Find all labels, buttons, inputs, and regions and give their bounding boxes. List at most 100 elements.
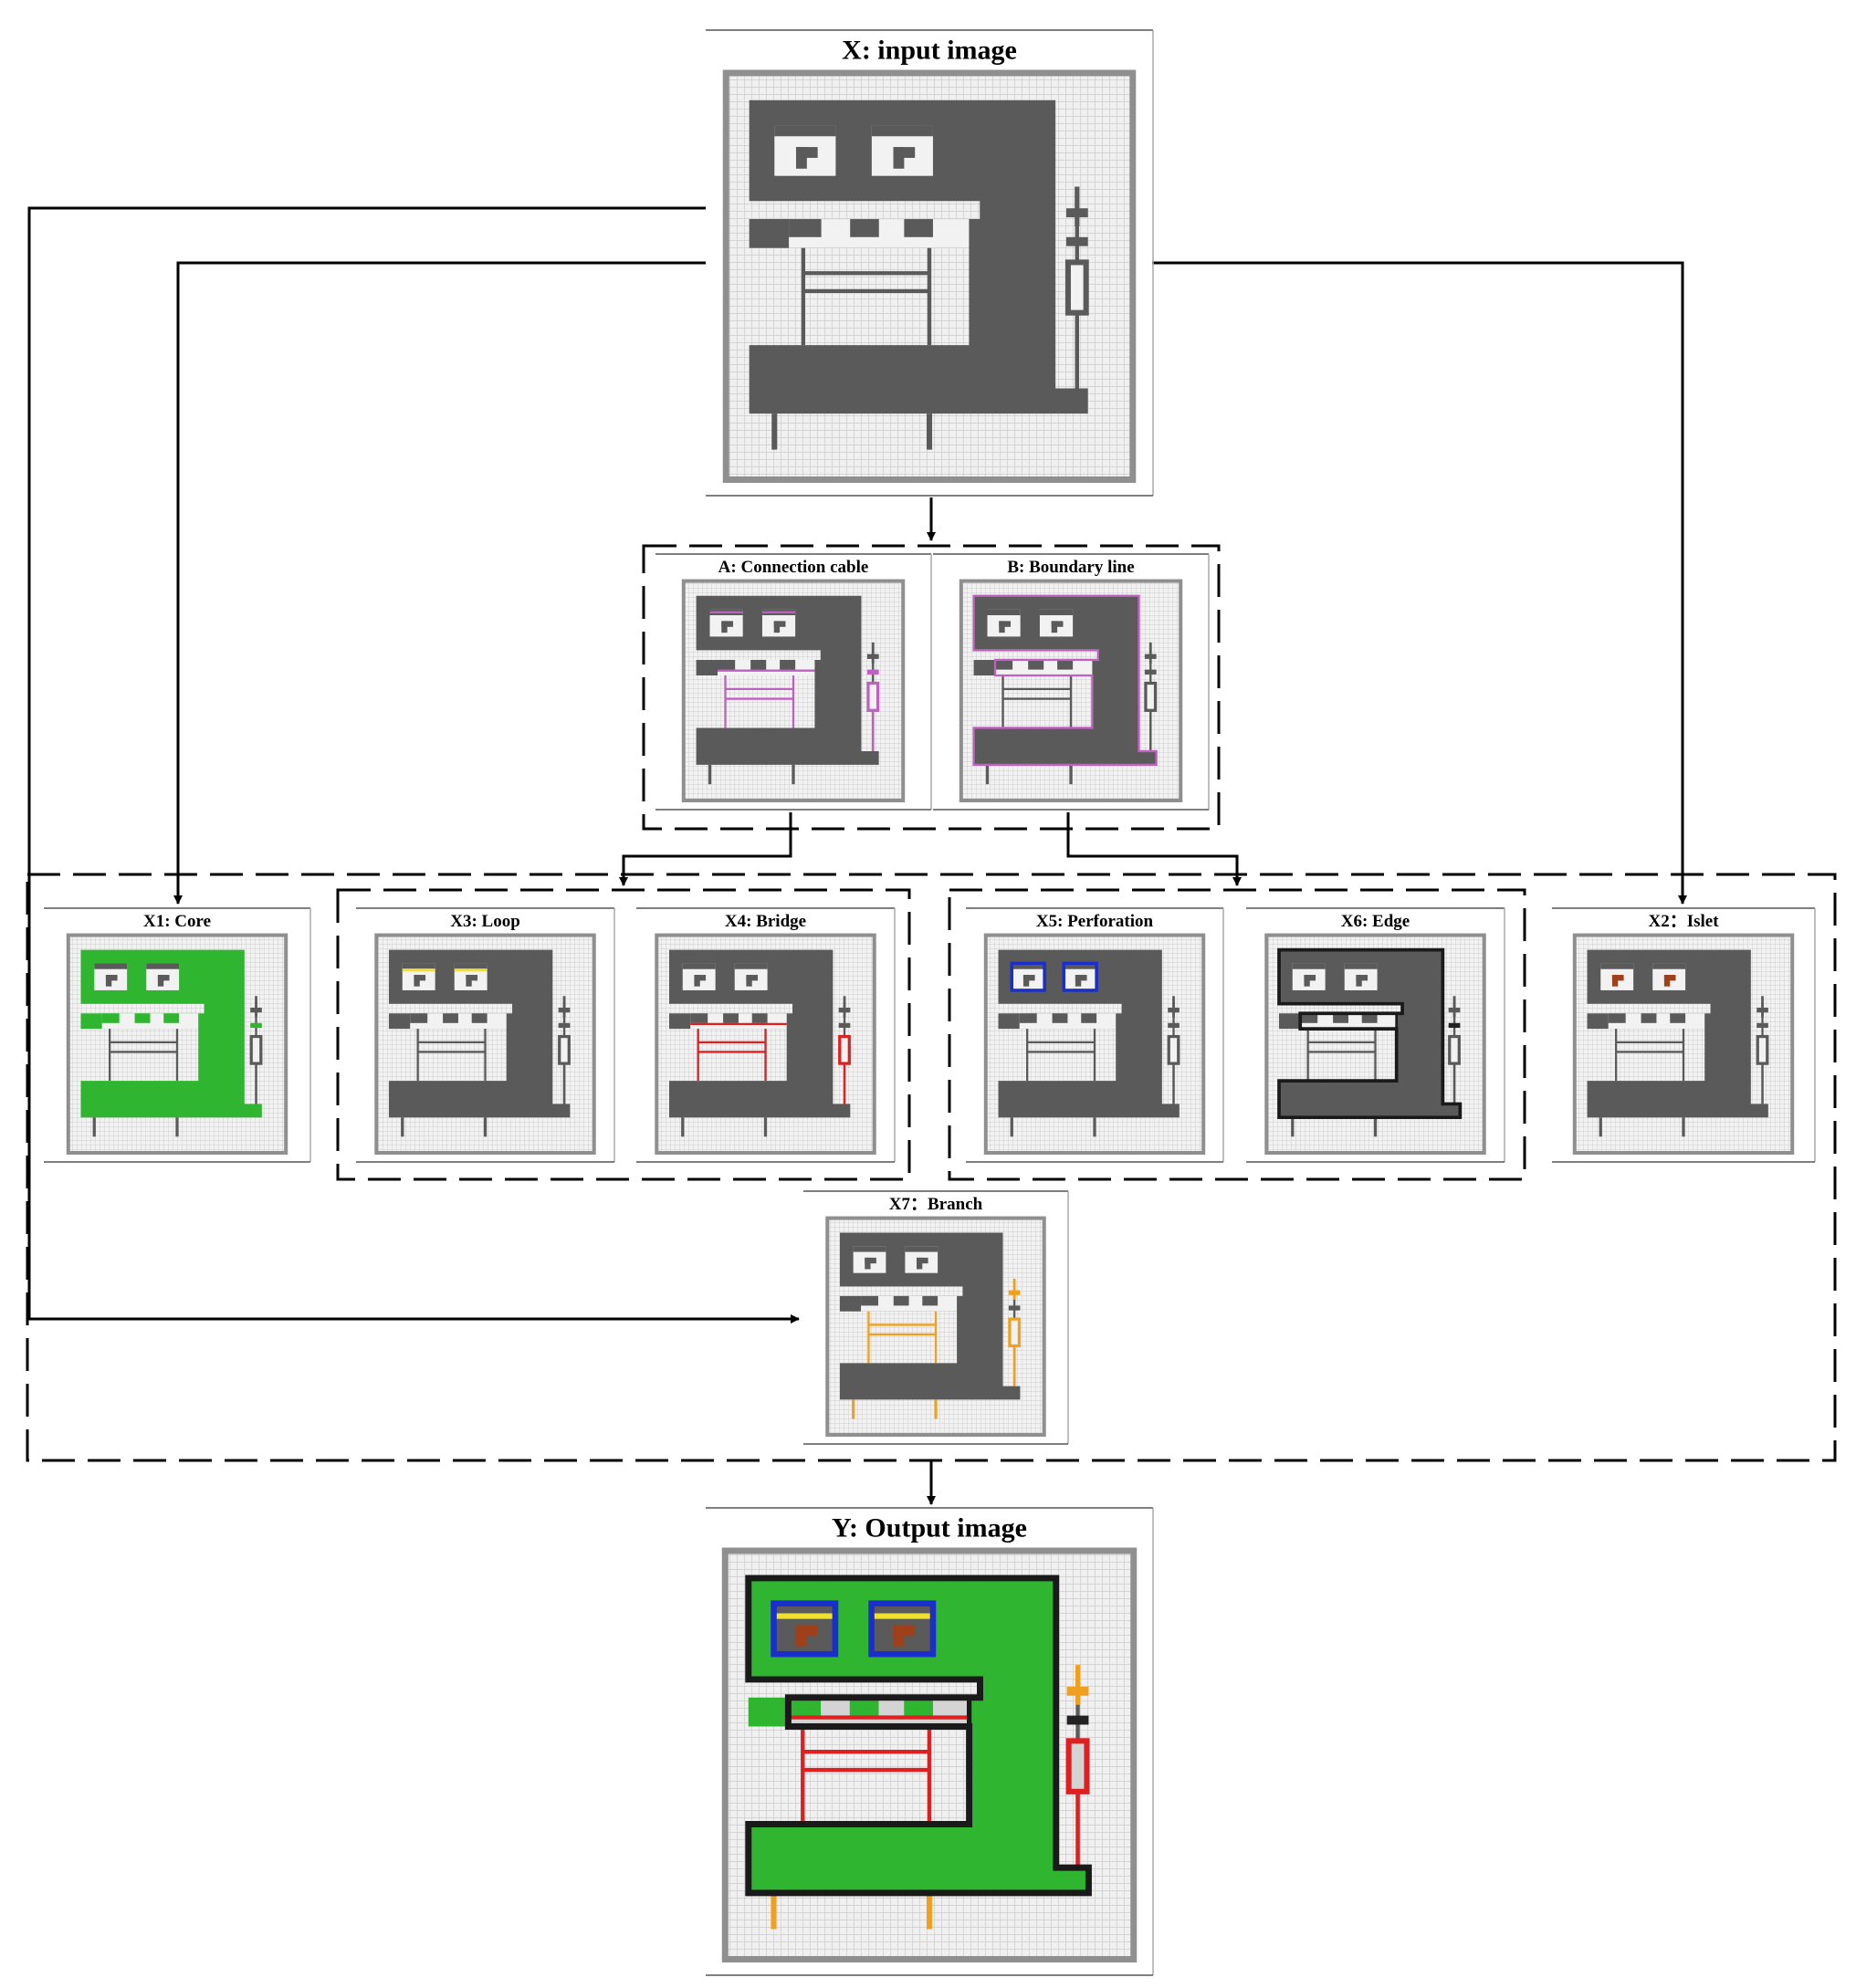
main-body — [668, 949, 851, 1118]
window-left-bar — [402, 963, 435, 969]
device-mid-block — [1144, 669, 1157, 675]
window-right-bar — [454, 963, 488, 969]
edge-outline — [1277, 947, 1463, 1120]
islet-1-stem — [694, 975, 700, 987]
islet-1-stem — [414, 975, 420, 987]
window-left-bar — [774, 125, 836, 137]
arrow-input-to-x2 — [1152, 261, 1687, 905]
tooth-3 — [751, 1013, 768, 1023]
tooth-1 — [690, 1013, 708, 1023]
window-left-bar — [682, 963, 716, 969]
main-body — [749, 99, 1088, 414]
tooth-3 — [904, 219, 933, 237]
tooth-2 — [1641, 1013, 1657, 1023]
window-right-bar — [905, 1246, 938, 1252]
panel-title: Y: Output image — [832, 1513, 1027, 1543]
panel-title: X7：Branch — [889, 1195, 983, 1214]
islet-2-stem — [1051, 621, 1058, 633]
panel-title: X3: Loop — [450, 912, 520, 931]
tooth-2 — [723, 1013, 739, 1023]
device-mid-block — [1756, 1022, 1768, 1029]
tooth-1 — [718, 659, 736, 670]
window-left-bar — [987, 609, 1021, 616]
device-mid-block — [1008, 1305, 1021, 1311]
resistor — [1008, 1317, 1022, 1348]
islet-2-stem — [773, 621, 781, 633]
device-mid-block — [1168, 1022, 1180, 1029]
edge-comb — [1298, 1011, 1399, 1031]
tooth-3 — [1081, 1013, 1097, 1023]
boundary-line-panel: B: Boundary line — [933, 553, 1210, 811]
bridge-panel: X4: Bridge — [636, 907, 896, 1163]
main-body — [839, 1232, 1021, 1400]
tooth-3 — [780, 659, 796, 670]
islet-1-stem — [795, 1625, 807, 1648]
panel-title: X5: Perforation — [1036, 912, 1154, 931]
loop-bridge-group-box — [336, 888, 911, 1181]
islet-2-stem — [466, 975, 472, 987]
panel-title: X: input image — [842, 36, 1017, 66]
islet-1-stem — [1304, 975, 1310, 987]
tooth-2 — [893, 1295, 909, 1306]
tooth-2 — [1333, 1013, 1348, 1023]
arrow-input-to-x1 — [173, 261, 706, 905]
tooth-1 — [1608, 1013, 1626, 1023]
panel-title: X6: Edge — [1341, 912, 1410, 931]
tooth-1 — [788, 1697, 822, 1716]
branch-panel: X7：Branch — [803, 1190, 1069, 1445]
perforation-left — [1010, 961, 1046, 992]
islet-2-stem — [893, 147, 905, 169]
panel-title: B: Boundary line — [1007, 558, 1134, 577]
tooth-1 — [861, 1295, 878, 1306]
islet-1-stem — [1611, 975, 1619, 987]
resistor — [1756, 1034, 1769, 1065]
perforation-edge-group-box — [948, 888, 1526, 1181]
islet-2-top — [893, 147, 916, 158]
ab-group-box — [642, 544, 1221, 831]
tooth-2 — [850, 219, 879, 237]
islet-2-stem — [746, 975, 752, 987]
islet-1-stem — [999, 621, 1005, 633]
islet-1-stem — [795, 147, 807, 169]
tooth-3 — [904, 1697, 933, 1716]
window-right-bar — [734, 963, 768, 969]
panel-title: X4: Bridge — [725, 912, 806, 931]
islet-1-stem — [1022, 975, 1030, 987]
islet-2-stem — [1663, 975, 1671, 987]
resistor — [1448, 1034, 1461, 1065]
arrow-input-to-x7 — [27, 206, 800, 1324]
device-mid-block — [1448, 1022, 1461, 1029]
device-mid-block — [838, 1022, 851, 1029]
resistor — [1065, 1738, 1090, 1794]
tooth-2 — [443, 1013, 458, 1023]
edge-panel: X6: Edge — [1246, 907, 1505, 1163]
tooth-2 — [1028, 659, 1044, 670]
window-left-bar — [1600, 963, 1634, 969]
resistor — [558, 1034, 571, 1065]
boundary-outline — [972, 594, 1158, 767]
connectors — [27, 206, 1687, 1505]
window-right-bar — [146, 963, 180, 969]
perforation-panel: X5: Perforation — [966, 907, 1224, 1163]
window-left-bar — [1012, 963, 1045, 969]
device-mid-block — [1065, 236, 1088, 246]
window-left-bar — [94, 963, 128, 969]
tooth-2 — [849, 1697, 879, 1716]
resistor — [249, 1034, 263, 1065]
tooth-1 — [101, 1013, 120, 1023]
tooth-3 — [471, 1013, 488, 1023]
main-body — [388, 949, 571, 1118]
resistor — [1064, 259, 1089, 316]
tooth-3 — [1670, 1013, 1686, 1023]
panel-title: A: Connection cable — [718, 558, 869, 577]
tooth-3 — [1057, 659, 1074, 670]
window-left-bar — [1292, 963, 1326, 969]
arrow-b-to-perforation-edge — [1066, 812, 1242, 886]
perforation-right — [1062, 961, 1098, 992]
input-image-panel: X: input image — [706, 29, 1154, 497]
device-mid-block — [866, 669, 879, 675]
tooth-2 — [750, 659, 767, 670]
window-right-bar — [871, 125, 933, 137]
islet-2-stem — [893, 1625, 905, 1648]
